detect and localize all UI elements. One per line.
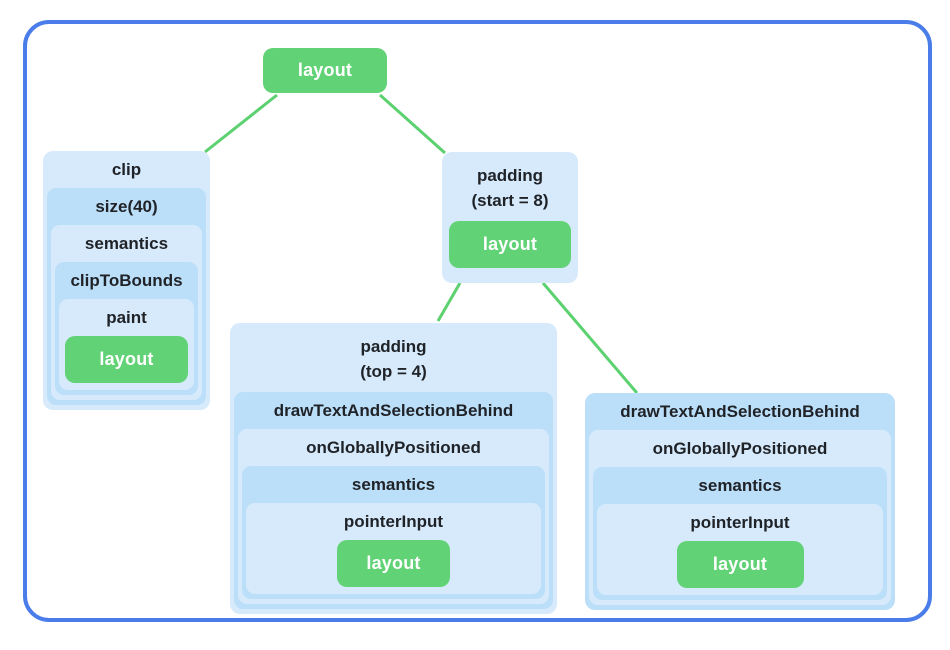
padding-top-title: padding (top = 4) [234,323,553,392]
size-box: size(40) semantics clipToBounds paint la… [47,188,206,405]
ongloballypositioned-box-right: onGloballyPositioned semantics pointerIn… [589,430,891,605]
clip-label: clip [111,159,142,179]
middle-leaf-layout-node: layout [337,540,450,587]
root-layout-node: layout [263,48,387,93]
padding-start-leaf-layout-node: layout [449,221,571,268]
paint-box: paint layout [59,299,194,390]
clip-box: clip size(40) semantics clipToBounds pai… [43,151,210,410]
cliptobounds-box: clipToBounds paint layout [55,262,198,395]
padding-top-title-line1: padding [360,337,427,356]
padding-start-title-line1: padding [476,166,544,185]
clip-leaf-layout-node: layout [65,336,188,383]
padding-top-box: padding (top = 4) drawTextAndSelectionBe… [230,323,557,614]
semantics-box-right: semantics pointerInput layout [593,467,887,600]
pointerinput-label-right: pointerInput [690,512,790,532]
paint-label: paint [106,307,147,327]
diagram-frame-border [23,20,932,622]
pointerinput-box-middle: pointerInput layout [246,503,541,594]
semantics-label-middle: semantics [351,474,436,494]
semantics-label-clip: semantics [84,233,169,253]
padding-start-box: padding (start = 8) layout [442,152,578,283]
ongloballypositioned-label-middle: onGloballyPositioned [306,437,481,457]
semantics-box-middle: semantics pointerInput layout [242,466,545,599]
size-label: size(40) [95,196,158,216]
ongloballypositioned-box-middle: onGloballyPositioned semantics pointerIn… [238,429,549,604]
cliptobounds-label: clipToBounds [70,270,183,290]
padding-top-title-line2: (top = 4) [360,362,427,381]
semantics-label-right: semantics [698,475,782,495]
drawtext-label-middle: drawTextAndSelectionBehind [273,400,514,420]
ongloballypositioned-label-right: onGloballyPositioned [652,438,828,458]
drawtext-label-right: drawTextAndSelectionBehind [620,401,860,421]
padding-start-title-line2: (start = 8) [471,191,549,210]
drawtext-box-middle: drawTextAndSelectionBehind onGloballyPos… [234,392,553,609]
semantics-box-clip: semantics clipToBounds paint layout [51,225,202,400]
drawtext-box-right: drawTextAndSelectionBehind onGloballyPos… [585,393,895,610]
right-leaf-layout-node: layout [676,541,804,588]
padding-start-title: padding (start = 8) [446,152,574,221]
pointerinput-box-right: pointerInput layout [597,504,883,595]
pointerinput-label-middle: pointerInput [343,511,444,531]
